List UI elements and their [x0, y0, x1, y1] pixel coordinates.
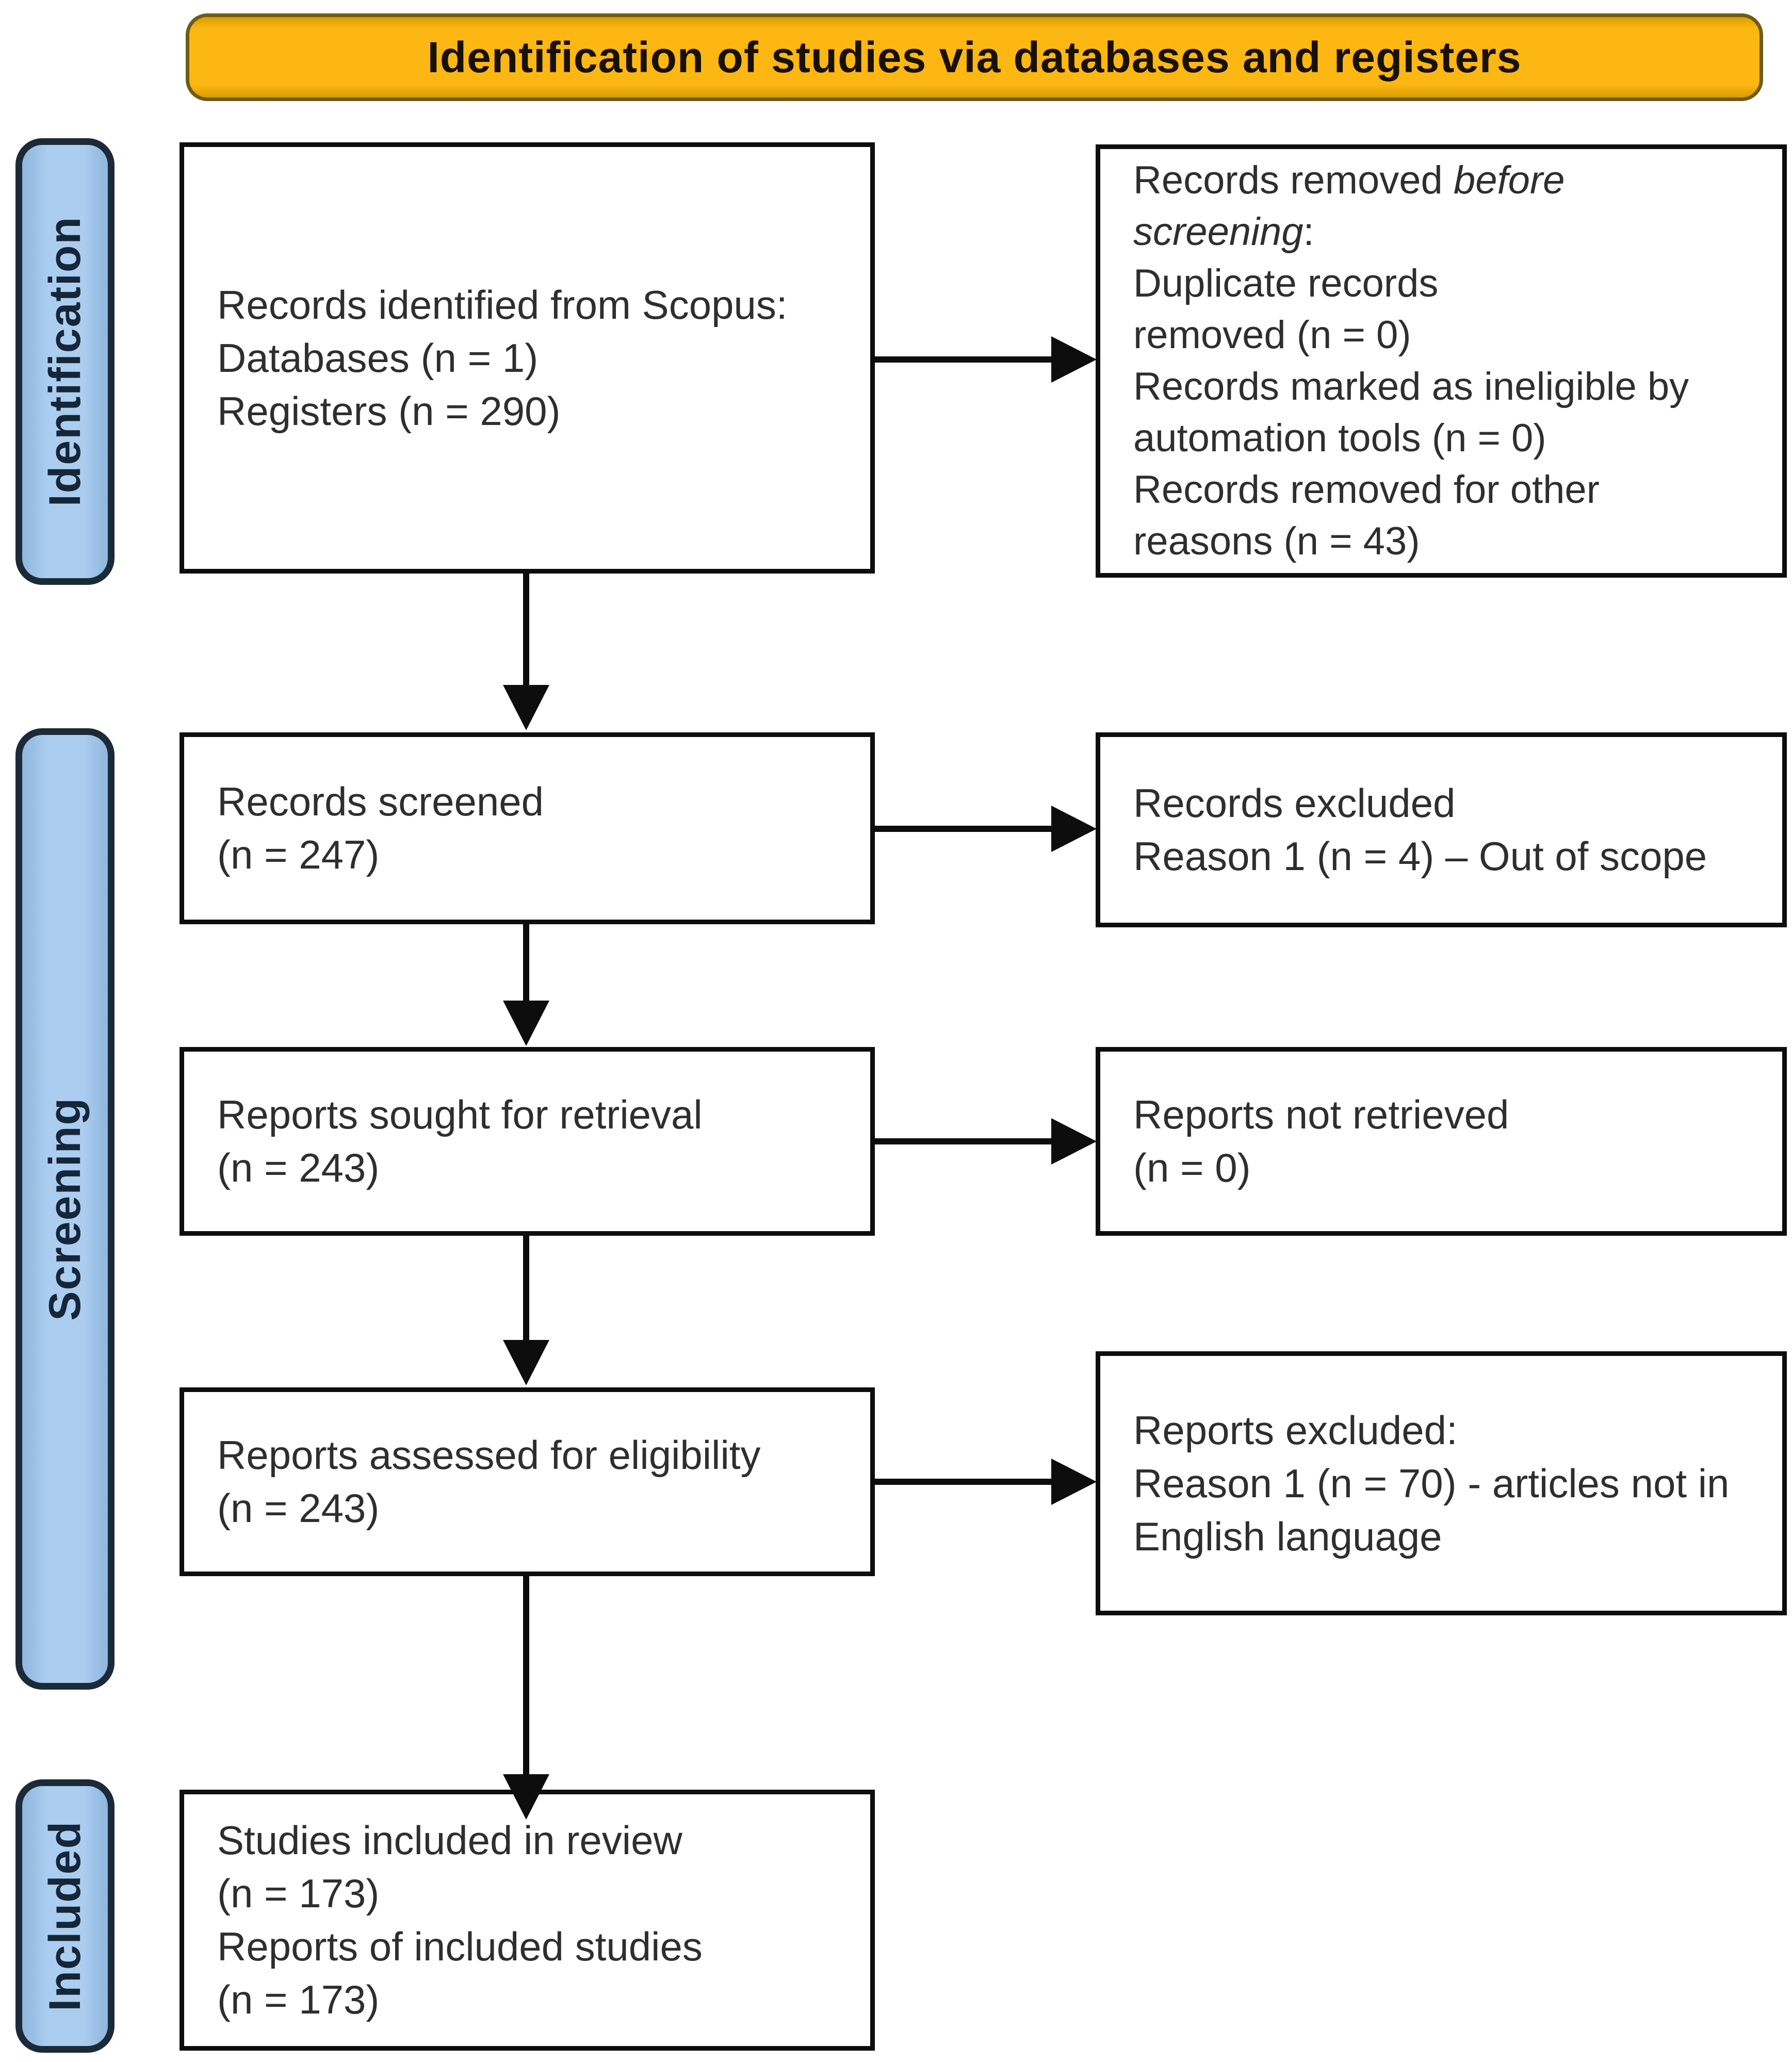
- box-text: (n = 0): [1133, 1145, 1251, 1190]
- box-text: Reports excluded:: [1133, 1407, 1458, 1453]
- box-text: Reports assessed for eligibility: [217, 1432, 761, 1478]
- box-text: Records removed for other: [1133, 468, 1600, 512]
- box-line: (n = 0): [1133, 1141, 1762, 1194]
- box-text: Reports of included studies: [217, 1924, 703, 1969]
- box-line: (n = 247): [217, 828, 850, 881]
- arrowhead-down-icon: [503, 1340, 549, 1385]
- box-text: Duplicate records: [1133, 261, 1439, 305]
- box-text: Reports sought for retrieval: [217, 1092, 703, 1137]
- box-text: (n = 247): [217, 832, 380, 877]
- title-banner: Identification of studies via databases …: [186, 13, 1763, 101]
- box-line: Duplicate records: [1133, 258, 1762, 309]
- box-text: English language: [1133, 1513, 1442, 1559]
- box-line: Records marked as ineligible by: [1133, 361, 1762, 413]
- box-line: Reports assessed for eligibility: [217, 1429, 850, 1482]
- box-line: Reports excluded:: [1133, 1404, 1762, 1457]
- box-text: Reason 1 (n = 4) – Out of scope: [1133, 833, 1707, 879]
- arrow-assessed-to-reports-excluded: [875, 1459, 1097, 1505]
- box-line: (n = 243): [217, 1141, 850, 1194]
- box-text: Records marked as ineligible by: [1133, 365, 1689, 408]
- arrow-sought-to-not-retrieved: [875, 1118, 1097, 1165]
- box-text: Studies included in review: [217, 1818, 682, 1863]
- arrow-screened-to-sought: [503, 924, 549, 1046]
- box-text: (n = 173): [217, 1871, 380, 1916]
- box-line: Registers (n = 290): [217, 385, 850, 438]
- box-records-identified: Records identified from Scopus: Databases…: [180, 142, 875, 574]
- arrowhead-right-icon: [1051, 806, 1097, 852]
- box-line: (n = 173): [217, 1867, 850, 1920]
- box-reports-sought-for-retrieval: Reports sought for retrieval (n = 243): [180, 1047, 875, 1236]
- stage-label-identification: Identification: [15, 138, 115, 585]
- arrow-identified-to-removed: [875, 336, 1097, 383]
- stage-label-included: Included: [15, 1779, 115, 2053]
- box-line: Reason 1 (n = 70) - articles not in: [1133, 1457, 1762, 1510]
- box-line: (n = 173): [217, 1973, 850, 2026]
- box-studies-included-in-review: Studies included in review (n = 173) Repor…: [180, 1790, 875, 2051]
- stage-label-identification-text: Identification: [40, 216, 90, 507]
- arrowhead-down-icon: [503, 685, 549, 730]
- box-text-italic: before: [1453, 158, 1565, 202]
- box-text: Records screened: [217, 779, 544, 824]
- box-line: Records excluded: [1133, 777, 1762, 830]
- box-line: Reports sought for retrieval: [217, 1088, 850, 1141]
- stage-label-screening: Screening: [15, 728, 115, 1690]
- arrow-assessed-to-included: [503, 1576, 549, 1820]
- box-line: screening:: [1133, 206, 1762, 258]
- stage-label-screening-text: Screening: [40, 1097, 90, 1321]
- box-reports-assessed-for-eligibility: Reports assessed for eligibility (n = 243…: [180, 1387, 875, 1576]
- box-line: Records removed for other: [1133, 464, 1762, 516]
- box-reports-not-retrieved: Reports not retrieved (n = 0): [1096, 1047, 1787, 1236]
- box-line: Studies included in review: [217, 1814, 850, 1867]
- box-text: Reason 1 (n = 70) - articles not in: [1133, 1460, 1730, 1506]
- box-line: Records removed before: [1133, 155, 1762, 206]
- box-text: Databases (n = 1): [217, 335, 539, 381]
- box-text: Records removed: [1133, 158, 1454, 202]
- box-text: :: [1303, 210, 1314, 254]
- box-line: (n = 243): [217, 1482, 850, 1535]
- arrow-screened-to-excluded: [875, 806, 1097, 852]
- box-line: Records identified from Scopus:: [217, 279, 850, 332]
- box-line: Records screened: [217, 775, 850, 828]
- box-text: (n = 173): [217, 1977, 380, 2022]
- arrowhead-right-icon: [1051, 336, 1097, 383]
- box-line: Databases (n = 1): [217, 332, 850, 385]
- box-line: automation tools (n = 0): [1133, 413, 1762, 464]
- arrowhead-right-icon: [1051, 1459, 1097, 1505]
- box-text: reasons (n = 43): [1133, 519, 1420, 563]
- title-banner-label: Identification of studies via databases …: [427, 32, 1522, 81]
- box-reports-excluded: Reports excluded: Reason 1 (n = 70) - art…: [1096, 1351, 1787, 1615]
- box-line: English language: [1133, 1510, 1762, 1563]
- box-text: Records identified from Scopus:: [217, 282, 788, 328]
- box-line: reasons (n = 43): [1133, 516, 1762, 567]
- box-line: removed (n = 0): [1133, 309, 1762, 361]
- box-text: Registers (n = 290): [217, 388, 561, 434]
- arrow-identified-to-screened: [503, 574, 549, 730]
- box-text: automation tools (n = 0): [1133, 416, 1546, 460]
- box-text: Reports not retrieved: [1133, 1092, 1509, 1137]
- box-records-screened: Records screened (n = 247): [180, 732, 875, 924]
- box-text: removed (n = 0): [1133, 313, 1411, 357]
- box-text: Records excluded: [1133, 780, 1456, 826]
- arrowhead-right-icon: [1051, 1118, 1097, 1165]
- arrow-sought-to-assessed: [503, 1236, 549, 1385]
- box-text: (n = 243): [217, 1485, 380, 1531]
- box-line: Reason 1 (n = 4) – Out of scope: [1133, 830, 1762, 883]
- box-line: Reports of included studies: [217, 1920, 850, 1973]
- box-line: Reports not retrieved: [1133, 1088, 1762, 1141]
- box-text: (n = 243): [217, 1145, 380, 1190]
- box-text-italic: screening: [1133, 210, 1304, 254]
- stage-label-included-text: Included: [40, 1821, 90, 2011]
- arrowhead-down-icon: [503, 1001, 549, 1046]
